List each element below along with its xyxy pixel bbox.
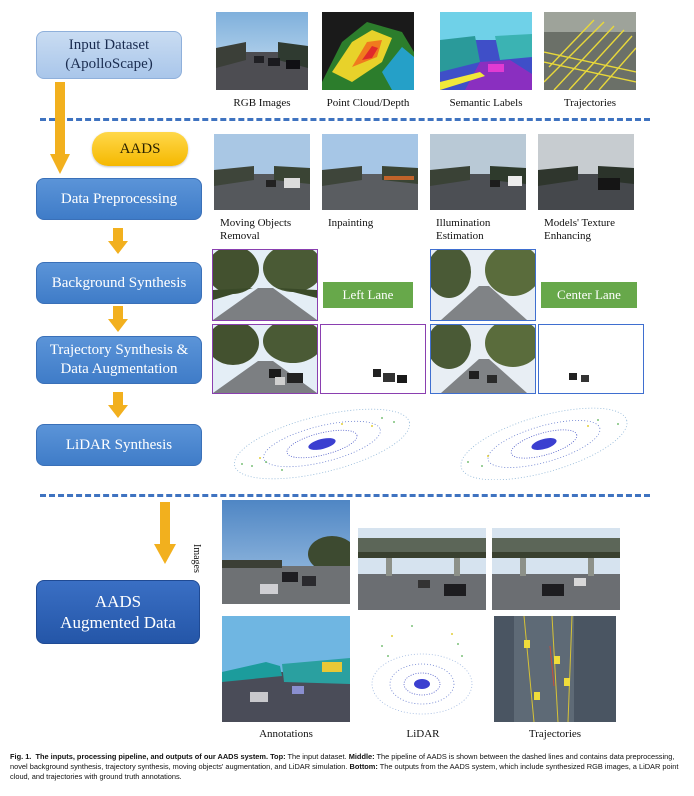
top-text: The input dataset. xyxy=(287,752,347,761)
background-synthesis-label: Background Synthesis xyxy=(51,274,187,291)
inpainting-thumbnail xyxy=(322,134,418,210)
lidar-scan-right xyxy=(448,404,640,480)
semantic-labels-caption: Semantic Labels xyxy=(449,97,523,109)
output-trajectories-image xyxy=(494,616,616,722)
middle-label: Middle: xyxy=(348,752,375,761)
trajectory-synthesis-label: Trajectory Synthesis & xyxy=(49,342,189,358)
output-image-bridge-2 xyxy=(492,528,620,610)
left-lane-label: Left Lane xyxy=(323,282,413,308)
models-texture-caption-line1: Models' Texture xyxy=(544,217,615,229)
arrow-preprocessing-to-background xyxy=(108,228,128,254)
output-trajectories-caption: Trajectories xyxy=(528,728,582,740)
top-label: Top: xyxy=(270,752,286,761)
output-image-intersection xyxy=(222,500,350,604)
aads-output-label: AADS xyxy=(94,592,142,611)
input-dataset-label: Input Dataset xyxy=(68,37,150,53)
point-cloud-thumbnail xyxy=(322,12,414,90)
illumination-estimation-caption: Illumination Estimation xyxy=(436,217,532,243)
fig-label: Fig. 1. xyxy=(10,752,32,761)
moving-objects-removal-thumbnail xyxy=(214,134,310,210)
models-texture-caption-line2: Enhancing xyxy=(544,230,592,242)
annotations-caption: Annotations xyxy=(259,728,313,740)
moving-objects-caption-line1: Moving Objects xyxy=(220,217,292,229)
data-preprocessing-label: Data Preprocessing xyxy=(60,190,178,207)
output-lidar-image xyxy=(362,616,484,722)
output-image-bridge-1 xyxy=(358,528,486,610)
middle-text: The pipeline of AADS is shown between th… xyxy=(10,752,675,771)
figure-caption: Fig. 1. The inputs, processing pipeline,… xyxy=(10,752,686,782)
bottom-text: The outputs from the AADS system, which … xyxy=(10,762,679,781)
arrow-background-to-trajectory xyxy=(108,306,128,332)
input-to-pipeline-arrow xyxy=(50,82,70,174)
models-texture-caption: Models' Texture Enhancing xyxy=(544,217,640,243)
left-lane-vehicle-mask xyxy=(320,324,426,394)
lidar-synthesis-box: LiDAR Synthesis xyxy=(36,424,202,466)
input-dataset-sublabel: (ApolloScape) xyxy=(65,56,153,72)
bottom-dashed-divider xyxy=(40,494,650,497)
trajectories-caption: Trajectories xyxy=(563,97,617,109)
center-lane-vehicle-mask xyxy=(538,324,644,394)
data-augmentation-label: Data Augmentation xyxy=(60,361,178,377)
arrow-trajectory-to-lidar xyxy=(108,392,128,418)
data-preprocessing-box: Data Preprocessing xyxy=(36,178,202,220)
illumination-caption-line2: Estimation xyxy=(436,230,484,242)
images-side-label: Images xyxy=(191,544,202,573)
aads-augmented-data-box: AADS Augmented Data xyxy=(36,580,200,644)
semantic-labels-thumbnail xyxy=(440,12,532,90)
trajectories-thumbnail xyxy=(544,12,636,90)
moving-objects-removal-caption: Moving Objects Removal xyxy=(220,217,316,243)
background-synthesis-box: Background Synthesis xyxy=(36,262,202,304)
lidar-caption: LiDAR xyxy=(406,728,440,740)
models-texture-thumbnail xyxy=(538,134,634,210)
center-lane-background-image xyxy=(430,249,536,321)
lidar-synthesis-label: LiDAR Synthesis xyxy=(65,436,173,453)
input-dataset-box: Input Dataset (ApolloScape) xyxy=(36,31,182,79)
center-lane-label: Center Lane xyxy=(541,282,637,308)
point-cloud-caption: Point Cloud/Depth xyxy=(326,97,410,109)
moving-objects-caption-line2: Removal xyxy=(220,230,260,242)
output-annotations-image xyxy=(222,616,350,722)
lidar-scan-left xyxy=(222,404,420,480)
inpainting-caption: Inpainting xyxy=(328,217,424,230)
center-lane-augmented-image xyxy=(430,324,536,394)
left-lane-background-image xyxy=(212,249,318,321)
pipeline-to-output-arrow xyxy=(154,502,176,564)
fig-title: The inputs, processing pipeline, and out… xyxy=(35,752,269,761)
augmented-data-label: Augmented Data xyxy=(60,613,176,632)
rgb-images-caption: RGB Images xyxy=(233,97,291,109)
trajectory-synthesis-box: Trajectory Synthesis & Data Augmentation xyxy=(36,336,202,384)
top-dashed-divider xyxy=(40,118,650,121)
aads-badge: AADS xyxy=(92,132,188,166)
rgb-image-thumbnail xyxy=(216,12,308,90)
left-lane-augmented-image xyxy=(212,324,318,394)
illumination-caption-line1: Illumination xyxy=(436,217,491,229)
illumination-estimation-thumbnail xyxy=(430,134,526,210)
inpainting-caption-line1: Inpainting xyxy=(328,217,374,229)
bottom-label: Bottom: xyxy=(349,762,378,771)
